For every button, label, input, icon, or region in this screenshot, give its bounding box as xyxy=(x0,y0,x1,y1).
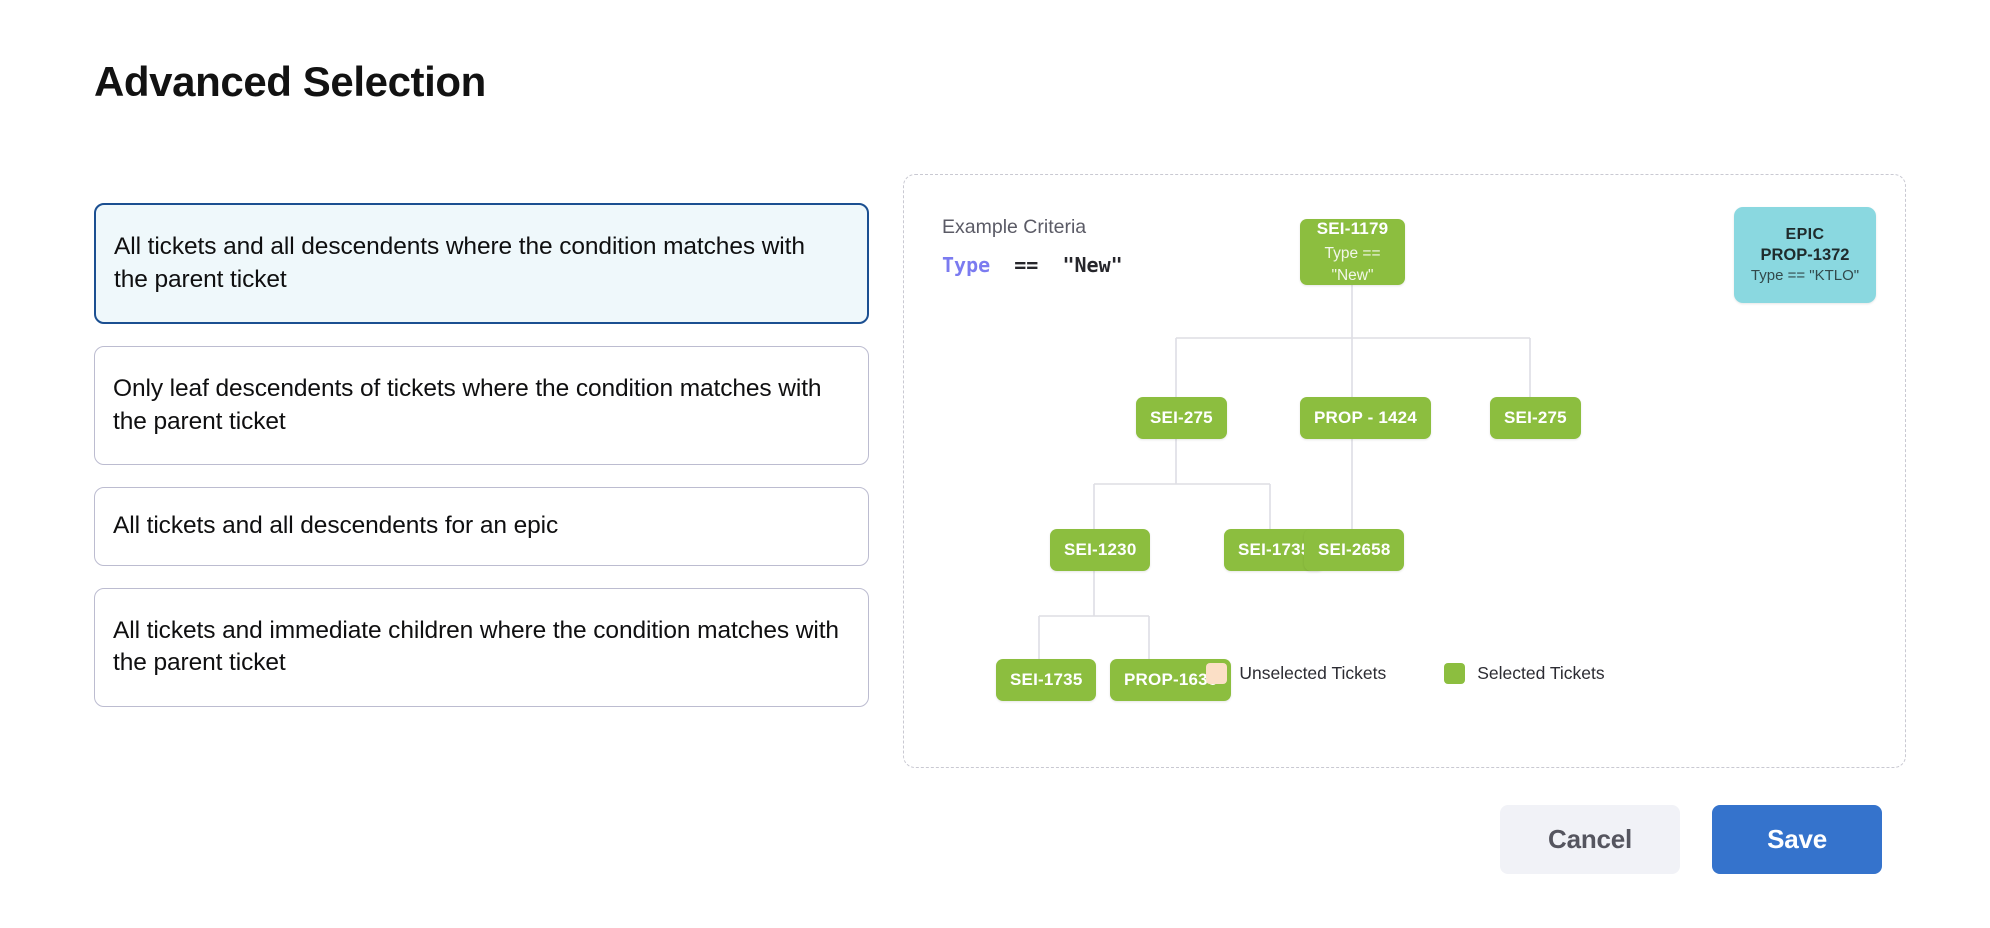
legend-label: Unselected Tickets xyxy=(1239,663,1387,683)
node-id: SEI-1735 xyxy=(1238,539,1311,559)
legend-label: Selected Tickets xyxy=(1477,663,1605,683)
legend-item-unselected: Unselected Tickets xyxy=(1206,663,1386,684)
node-id: SEI-2658 xyxy=(1318,539,1391,559)
node-id: SEI-1230 xyxy=(1064,539,1137,559)
tree-node-sei-1230[interactable]: SEI-1230 xyxy=(1050,529,1151,571)
option-card-all-descendents[interactable]: All tickets and all descendents where th… xyxy=(94,203,869,325)
tree-node-sei-275-right[interactable]: SEI-275 xyxy=(1490,397,1581,439)
tree-node-sei-2658[interactable]: SEI-2658 xyxy=(1304,529,1405,571)
node-id: PROP-1636 xyxy=(1124,669,1218,689)
criteria-title: Example Criteria xyxy=(942,216,1087,238)
legend-swatch-unselected-icon xyxy=(1206,663,1228,684)
tree-node-sei-275-left[interactable]: SEI-275 xyxy=(1136,397,1227,439)
epic-id: PROP-1372 xyxy=(1760,246,1850,264)
selection-option-list: All tickets and all descendents where th… xyxy=(94,203,869,729)
node-id: SEI-1735 xyxy=(1010,669,1083,689)
option-card-immediate-children[interactable]: All tickets and immediate children where… xyxy=(94,587,869,708)
legend-item-selected: Selected Tickets xyxy=(1444,663,1605,684)
diagram-legend: Unselected Tickets Selected Tickets xyxy=(904,663,1907,684)
criteria-expression: Type == "New" xyxy=(942,253,1123,277)
save-button[interactable]: Save xyxy=(1712,805,1882,874)
node-id: SEI-275 xyxy=(1504,407,1567,427)
option-label: All tickets and immediate children where… xyxy=(113,616,839,677)
tree-node-prop-1424[interactable]: PROP - 1424 xyxy=(1300,397,1431,439)
option-label: All tickets and all descendents where th… xyxy=(114,233,805,293)
tree-node-sei-1735-row4[interactable]: SEI-1735 xyxy=(996,659,1097,701)
criteria-operator: == xyxy=(1014,253,1039,277)
tree-node-epic-prop-1372[interactable]: EPIC PROP-1372 Type == "KTLO" xyxy=(1734,207,1876,303)
tree-node-sei-1179[interactable]: SEI-1179 Type == "New" xyxy=(1300,219,1405,285)
tree-node-prop-1636[interactable]: PROP-1636 xyxy=(1110,659,1232,701)
node-id: SEI-275 xyxy=(1150,407,1213,427)
legend-swatch-selected-icon xyxy=(1444,663,1466,684)
criteria-value: "New" xyxy=(1062,253,1123,277)
epic-condition: Type == "KTLO" xyxy=(1750,267,1860,284)
option-label: Only leaf descendents of tickets where t… xyxy=(113,375,822,435)
node-id: PROP - 1424 xyxy=(1314,407,1417,427)
example-diagram-panel: Example Criteria Type == "New" xyxy=(903,174,1906,768)
option-label: All tickets and all descendents for an e… xyxy=(113,512,559,540)
page-title: Advanced Selection xyxy=(94,58,486,105)
node-id: SEI-1179 xyxy=(1316,218,1389,238)
epic-kind-label: EPIC xyxy=(1785,226,1825,243)
dialog-footer: Cancel Save xyxy=(1500,805,1882,874)
option-card-epic-descendents[interactable]: All tickets and all descendents for an e… xyxy=(94,487,869,566)
cancel-button[interactable]: Cancel xyxy=(1500,805,1681,874)
node-condition: Type == "New" xyxy=(1324,244,1381,284)
option-card-leaf-descendents[interactable]: Only leaf descendents of tickets where t… xyxy=(94,346,869,466)
criteria-field: Type xyxy=(942,253,991,277)
